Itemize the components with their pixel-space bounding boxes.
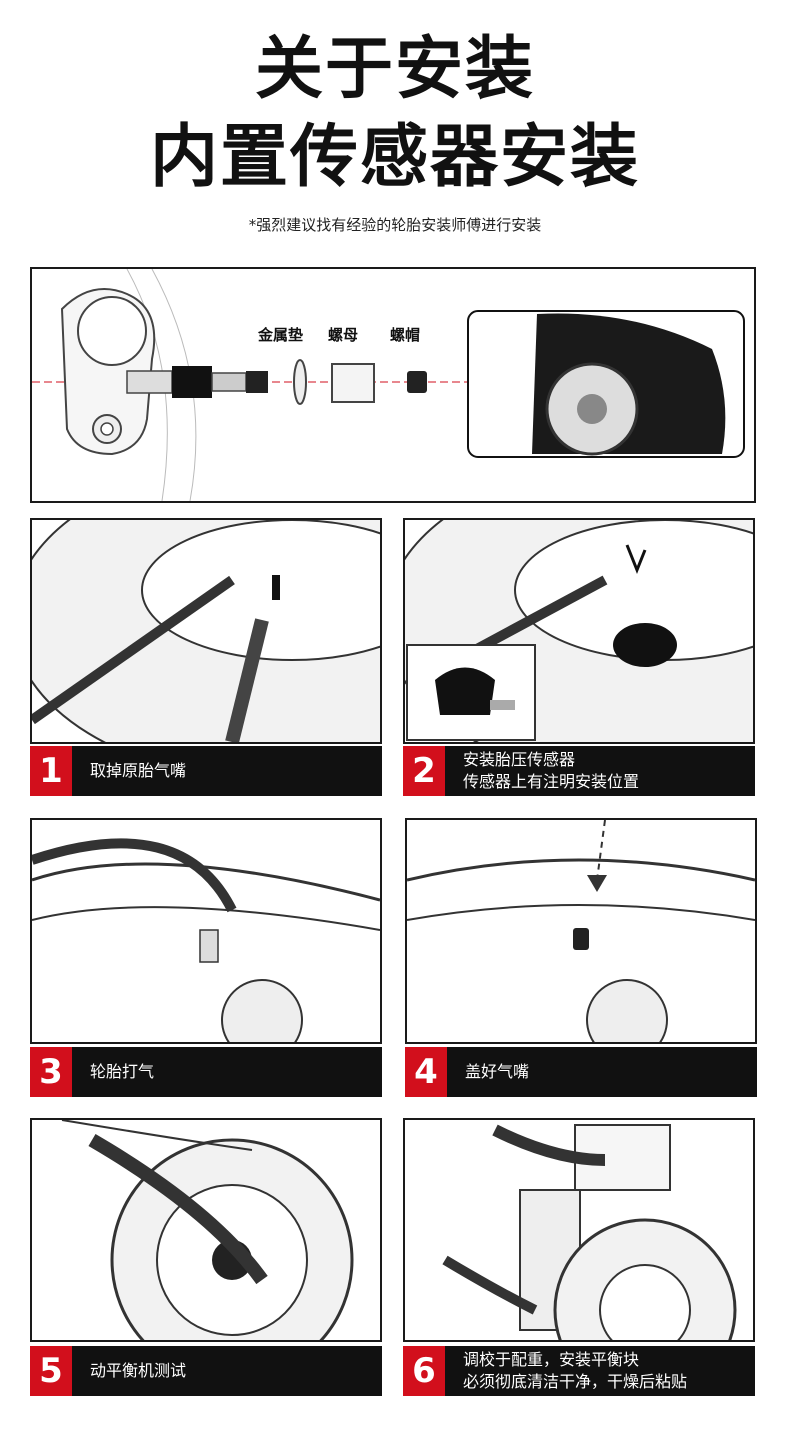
label-nut: 螺母 xyxy=(328,326,359,344)
step-4-number: 4 xyxy=(405,1047,447,1097)
step-3-bar: 3 轮胎打气 xyxy=(30,1047,382,1097)
step-1-illustration xyxy=(30,518,382,744)
label-cap: 螺帽 xyxy=(390,326,421,344)
step-6-number: 6 xyxy=(403,1346,445,1396)
step-3-number: 3 xyxy=(30,1047,72,1097)
parts-diagram-panel: 金属垫 螺母 螺帽 xyxy=(30,267,756,503)
step-4-illustration xyxy=(405,818,757,1044)
step-4-text: 盖好气嘴 xyxy=(465,1062,530,1081)
step-6-text-line-1: 调校于配重，安装平衡块 xyxy=(463,1350,640,1369)
step-1-bar: 1 取掉原胎气嘴 xyxy=(30,746,382,796)
step-3-text: 轮胎打气 xyxy=(90,1062,155,1081)
step-3-illustration xyxy=(30,818,382,1044)
step-2-bar: 2 安装胎压传感器 传感器上有注明安装位置 xyxy=(403,746,755,796)
step-5-bar: 5 动平衡机测试 xyxy=(30,1346,382,1396)
step-5-text: 动平衡机测试 xyxy=(90,1361,187,1380)
step-6-text-line-2: 必须彻底清洁干净，干燥后粘贴 xyxy=(463,1372,688,1391)
step-4-bar: 4 盖好气嘴 xyxy=(405,1047,757,1097)
step-5-number: 5 xyxy=(30,1346,72,1396)
installation-note: *强烈建议找有经验的轮胎安装师傅进行安装 xyxy=(248,216,542,234)
label-washer: 金属垫 xyxy=(258,326,304,344)
step-2-text-line-1: 安装胎压传感器 xyxy=(463,750,576,769)
step-6-illustration xyxy=(403,1118,755,1342)
title-line-2: 内置传感器安装 xyxy=(149,118,640,197)
step-2-number: 2 xyxy=(403,746,445,796)
step-2-illustration xyxy=(403,518,755,744)
step-1-text: 取掉原胎气嘴 xyxy=(90,761,187,780)
step-5-illustration xyxy=(30,1118,382,1342)
step-1-number: 1 xyxy=(30,746,72,796)
sensor-parts-illustration xyxy=(32,269,745,501)
step-2-text-line-2: 传感器上有注明安装位置 xyxy=(463,772,640,791)
step-6-bar: 6 调校于配重，安装平衡块 必须彻底清洁干净，干燥后粘贴 xyxy=(403,1346,755,1396)
title-line-1: 关于安装 xyxy=(254,30,535,109)
